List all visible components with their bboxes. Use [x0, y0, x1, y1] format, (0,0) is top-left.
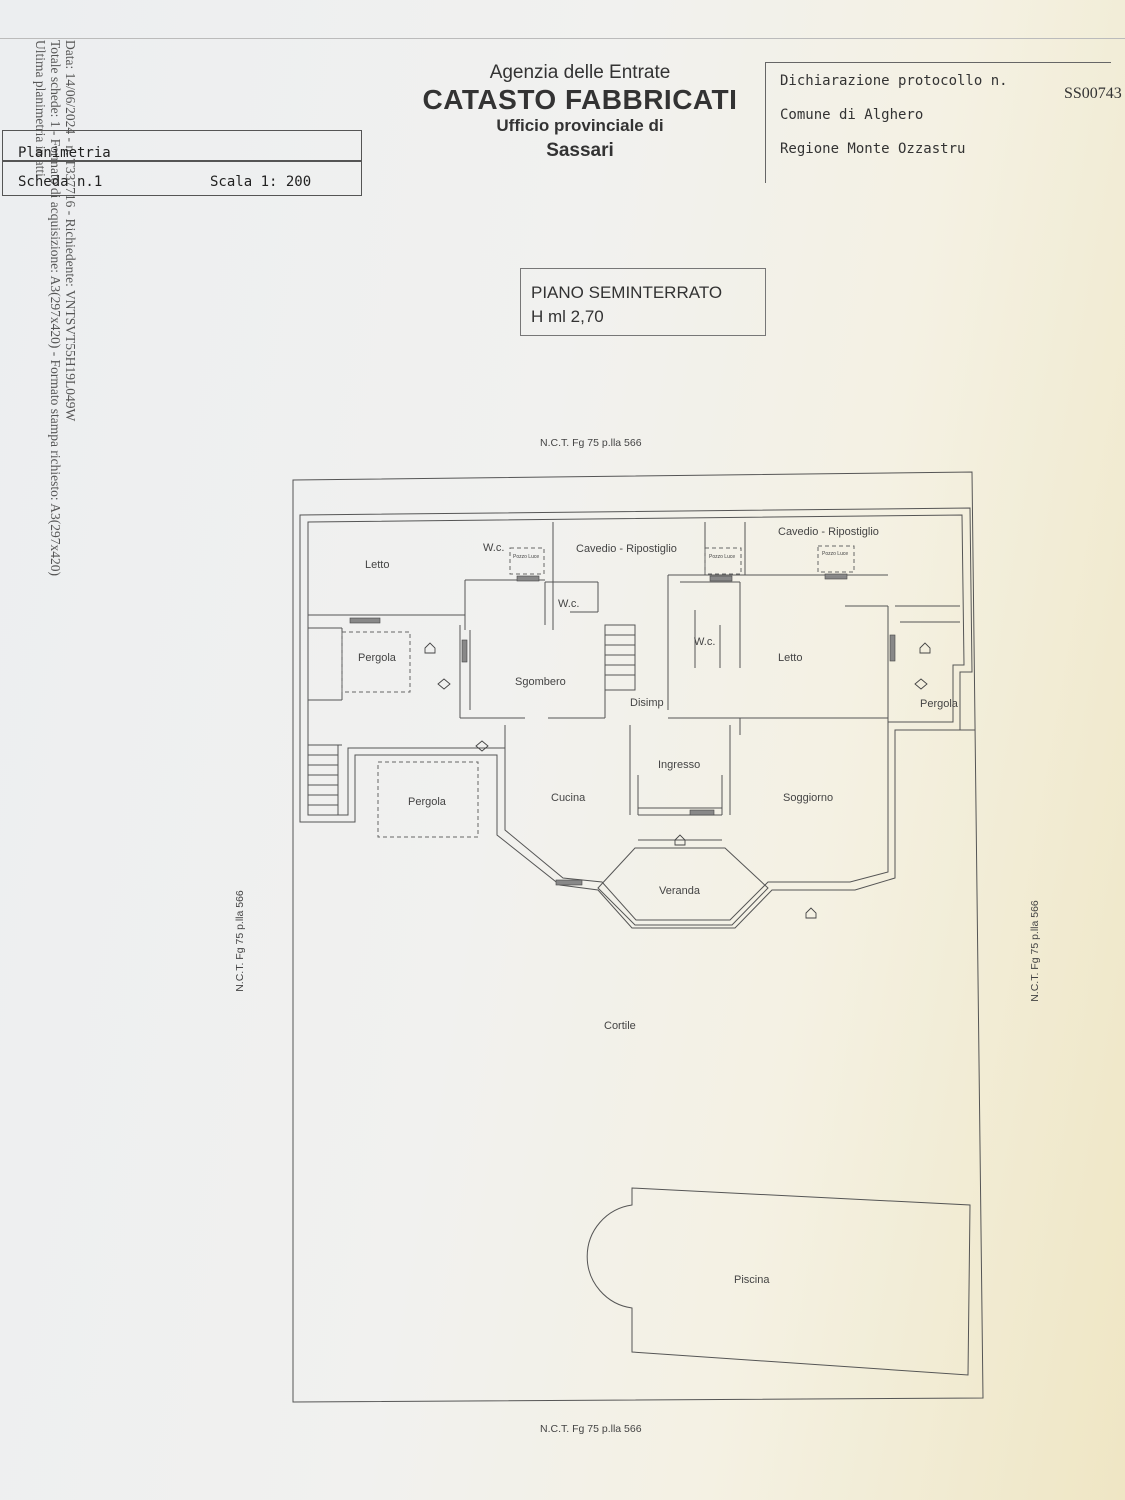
- room-wc-3: W.c.: [694, 636, 716, 648]
- room-cavedio-1: Cavedio - Ripostiglio: [576, 543, 677, 555]
- pozzo-luce-3: Pozzo Luce: [822, 551, 849, 557]
- room-letto-1: Letto: [365, 559, 390, 571]
- room-pergola-1: Pergola: [358, 652, 396, 664]
- room-wc-2: W.c.: [558, 598, 580, 610]
- agency-block: Agenzia delle Entrate CATASTO FABBRICATI…: [400, 62, 760, 162]
- room-pergola-3: Pergola: [408, 796, 446, 808]
- side-line-2: Totale schede: 1 - Formato di acquisizio…: [48, 40, 63, 576]
- floor-box: PIANO SEMINTERRATO H ml 2,70: [520, 268, 766, 336]
- agency-catasto: CATASTO FABBRICATI: [422, 84, 738, 115]
- agency-name: Agenzia delle Entrate: [489, 62, 671, 83]
- side-line-3: Ultima planimetria in atti: [33, 40, 48, 177]
- room-piscina: Piscina: [734, 1274, 770, 1286]
- ncp-right-label: N.C.T. Fg 75 p.lla 566: [1029, 900, 1041, 1002]
- planimetria-box: [2, 130, 362, 162]
- side-metadata: Data: 14/06/2024 - n. T337716 - Richiede…: [8, 40, 78, 680]
- room-ingresso: Ingresso: [658, 759, 701, 771]
- planimetria-label: Planimetria: [18, 145, 111, 161]
- floor-name: PIANO SEMINTERRATO: [531, 283, 723, 302]
- comune-label: Comune di Alghero: [780, 107, 924, 123]
- declaration-box: Dichiarazione protocollo n. SS00743 Comu…: [765, 62, 1122, 183]
- building-inner-wall: [307, 514, 965, 921]
- room-wc-1: W.c.: [483, 542, 505, 554]
- room-cucina: Cucina: [551, 792, 586, 804]
- ncp-top-label: N.C.T. Fg 75 p.lla 566: [540, 437, 642, 449]
- scala-label: Scala 1: 200: [210, 174, 312, 190]
- decl-title: Dichiarazione protocollo n.: [780, 73, 1008, 89]
- regione-label: Regione Monte Ozzastru: [780, 141, 966, 157]
- scheda-box: [2, 160, 362, 196]
- lot-boundary: [292, 471, 984, 1403]
- pozzo-luce-1: Pozzo Luce: [513, 554, 540, 560]
- scheda-label: Scheda n.1: [18, 174, 103, 190]
- room-sgombero: Sgombero: [515, 676, 566, 688]
- pool-outline: [586, 1187, 971, 1376]
- pozzo-outline-2: [704, 547, 742, 575]
- room-soggiorno: Soggiorno: [783, 792, 834, 804]
- room-cavedio-2: Cavedio - Ripostiglio: [778, 526, 879, 538]
- agency-office: Ufficio provinciale di: [496, 116, 664, 135]
- room-veranda: Veranda: [659, 885, 700, 897]
- room-cortile: Cortile: [604, 1020, 636, 1032]
- room-pergola-2: Pergola: [920, 698, 958, 710]
- pozzo-outline-1: [509, 547, 545, 575]
- pozzo-outline-3: [817, 545, 855, 573]
- floor-height: H ml 2,70: [531, 307, 604, 326]
- pozzo-luce-2: Pozzo Luce: [709, 554, 736, 560]
- ncp-left-label: N.C.T. Fg 75 p.lla 566: [234, 890, 246, 992]
- sheet-top-rule: [0, 38, 1125, 39]
- room-disimp: Disimp: [630, 697, 664, 709]
- ncp-bottom-label: N.C.T. Fg 75 p.lla 566: [540, 1423, 642, 1435]
- room-letto-2: Letto: [778, 652, 803, 664]
- decl-protocol: SS00743: [1064, 85, 1122, 102]
- side-line-1: Data: 14/06/2024 - n. T337716 - Richiede…: [63, 40, 78, 422]
- building-outer-wall: [299, 507, 973, 929]
- agency-city: Sassari: [546, 140, 614, 161]
